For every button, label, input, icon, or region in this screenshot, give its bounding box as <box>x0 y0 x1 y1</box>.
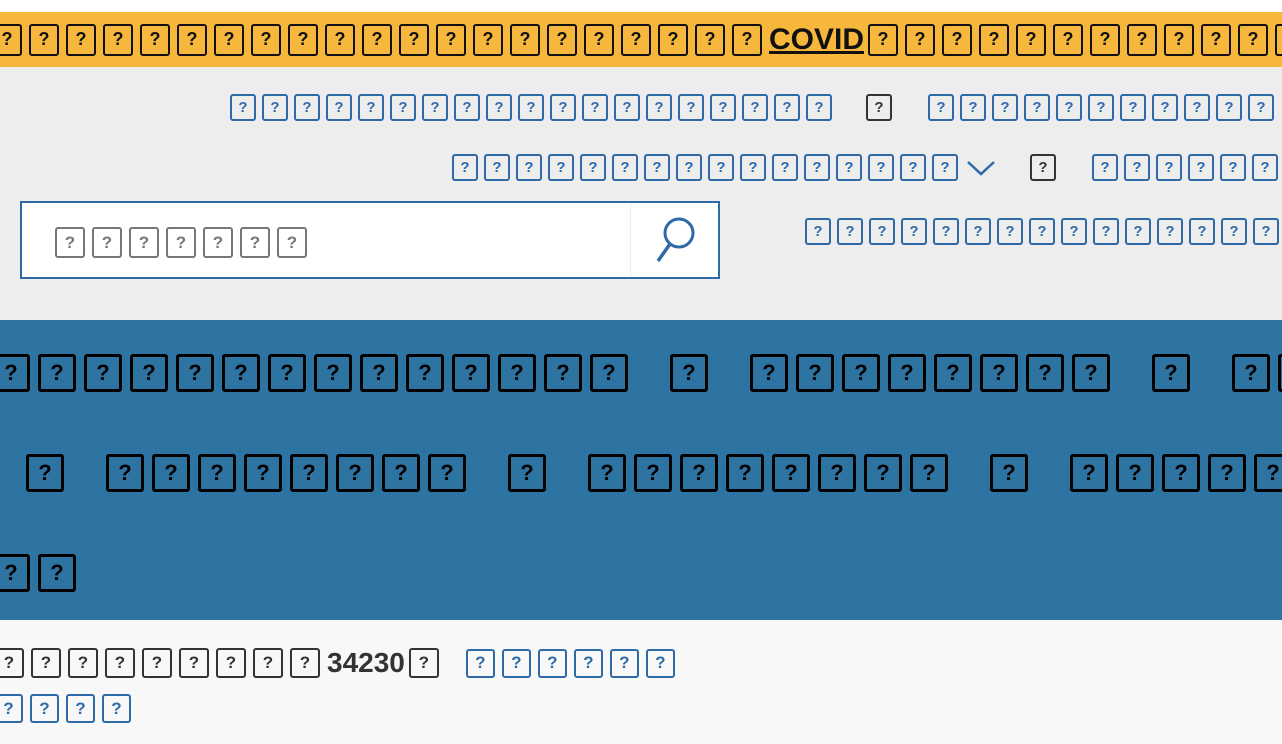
nav-item[interactable]: ???????? <box>588 454 956 492</box>
header-row-3: ???????????????? <box>805 218 1282 245</box>
nav-separator: ? <box>670 354 716 392</box>
search-icon <box>656 217 694 263</box>
body-link[interactable]: ???? <box>0 694 138 723</box>
nav-separator: ? <box>1152 354 1198 392</box>
nav-row-3: ?? <box>0 554 84 592</box>
nav-item[interactable]: ?? <box>1232 354 1282 392</box>
nav-item[interactable]: ????? <box>1070 454 1282 492</box>
nav-row-2: ? ???????? ? ???????? ? ????? <box>26 454 1282 492</box>
result-count-text: ?????????34230? <box>0 647 446 679</box>
top-strip <box>0 0 1282 12</box>
search-box: ??????? <box>20 201 720 279</box>
header-link-1[interactable]: ??????????????????? <box>230 94 838 121</box>
chevron-down-icon[interactable] <box>966 158 996 178</box>
header-link-2[interactable]: ??????????? <box>928 94 1280 121</box>
nav-item[interactable]: ?????????????? <box>0 354 636 392</box>
header-row-1: ??????????????????? ? ??????????? <box>230 94 1280 121</box>
nav-separator: ? <box>508 454 554 492</box>
separator: ? <box>866 94 898 121</box>
nav-separator: ? <box>26 454 72 492</box>
header-row-2: ???????????????? ? ?????? <box>452 154 1282 181</box>
body-row-2: ???? <box>0 694 138 723</box>
count-row: ?????????34230? ?????? <box>0 647 682 679</box>
separator: ? <box>1030 154 1062 181</box>
covid-alert-banner[interactable]: ?????????????????????COVID???????????? <box>0 12 1282 67</box>
nav-item[interactable]: ???????? <box>750 354 1118 392</box>
count-link[interactable]: ?????? <box>465 648 682 678</box>
nav-item[interactable]: ?? <box>0 554 84 592</box>
header-link-5[interactable]: ???????????????? <box>805 218 1282 245</box>
nav-item[interactable]: ???????? <box>106 454 474 492</box>
nav-row-1: ?????????????? ? ???????? ? ?? <box>0 354 1282 392</box>
header-link-4[interactable]: ?????? <box>1092 154 1282 181</box>
search-input[interactable]: ??????? <box>55 227 314 258</box>
divider <box>630 203 631 277</box>
banner-text[interactable]: ?????????????????????COVID???????????? <box>0 23 1282 57</box>
nav-separator: ? <box>990 454 1036 492</box>
search-button[interactable] <box>631 203 720 277</box>
header-dropdown-link[interactable]: ???????????????? <box>452 154 964 181</box>
